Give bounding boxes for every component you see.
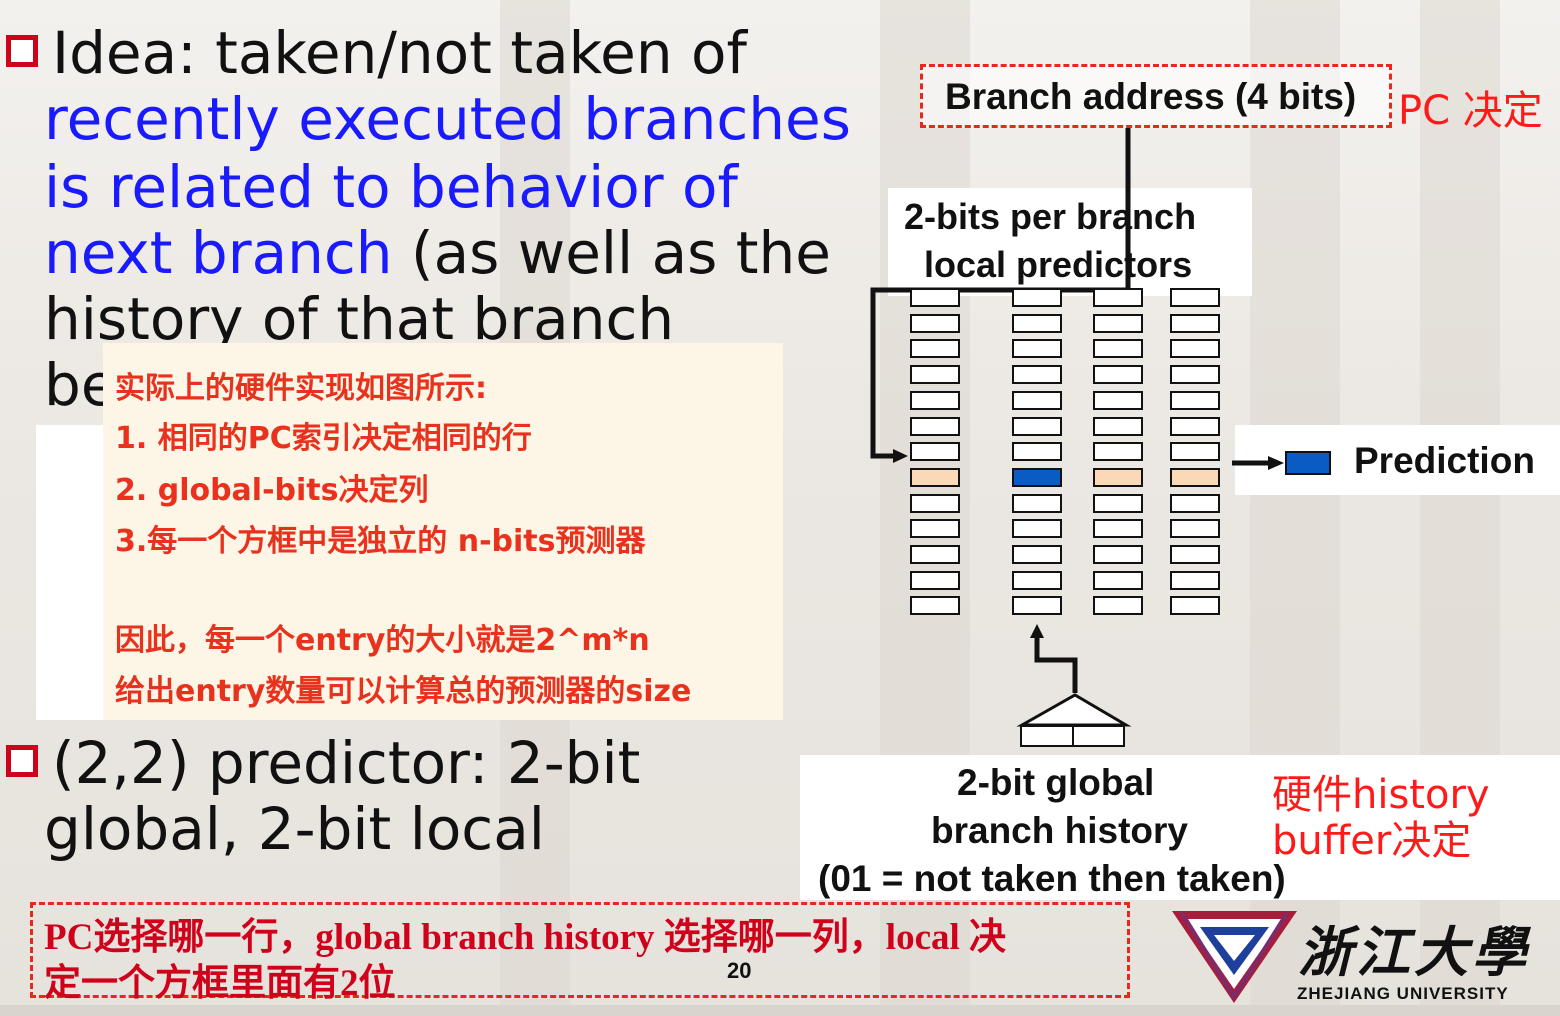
predictor-cell [1093, 571, 1143, 590]
predictor-cell [910, 365, 960, 384]
bullet1-line1: Idea: taken/not taken of [52, 19, 747, 87]
predictor-cell [1170, 519, 1220, 538]
predictor-cell [1093, 314, 1143, 333]
hw-buffer-label-line1: 硬件history [1272, 772, 1490, 818]
predictor-cell [1170, 314, 1220, 333]
predictor-cell [910, 391, 960, 410]
predictor-cell [1093, 596, 1143, 615]
predictor-cell [1093, 288, 1143, 307]
predictor-cell [910, 494, 960, 513]
predictor-cell [1093, 339, 1143, 358]
predictor-cell [1012, 494, 1062, 513]
predictor-cell [910, 417, 960, 436]
predictor-cell [1170, 288, 1220, 307]
page-number: 20 [727, 958, 752, 983]
predictor-cell [1012, 545, 1062, 564]
bullet2-line2: global, 2-bit local [44, 795, 545, 863]
global-history-label-line1: 2-bit global [957, 762, 1155, 803]
predictor-cell [1012, 596, 1062, 615]
branch-address-label: Branch address (4 bits) [945, 76, 1357, 117]
bullet1-line3: is related to behavior of [44, 153, 738, 221]
predictor-cell [1170, 545, 1220, 564]
predictor-cell [1170, 417, 1220, 436]
predictor-cell [1012, 417, 1062, 436]
predictor-cell [1170, 339, 1220, 358]
local-predictors-label-line1: 2-bits per branch [904, 196, 1197, 237]
footer-note-line1: PC选择哪一行，global branch history 选择哪一列，loca… [44, 917, 1007, 958]
predictor-cell [1093, 365, 1143, 384]
note-line: 1. 相同的PC索引决定相同的行 [115, 421, 532, 456]
bullet2-line1: (2,2) predictor: 2-bit [52, 729, 641, 797]
predictor-cell [1093, 545, 1143, 564]
prediction-label: Prediction [1354, 440, 1535, 481]
bullet1-line4-highlight: next branch [44, 219, 393, 287]
predictor-cell [910, 519, 960, 538]
predictor-cell [910, 545, 960, 564]
footer-note-box [30, 902, 1130, 998]
predictor-cell [1170, 571, 1220, 590]
predictor-cell [1012, 571, 1062, 590]
predictor-cell [1093, 442, 1143, 461]
logo-english-name: ZHEJIANG UNIVERSITY [1297, 984, 1509, 1003]
note-line: 因此，每一个entry的大小就是2^m*n [115, 623, 650, 658]
predictor-cell [1093, 494, 1143, 513]
predictor-cell [1170, 442, 1220, 461]
predictor-cell [910, 288, 960, 307]
bullet-checkbox-icon [6, 35, 38, 67]
predictor-cell [910, 596, 960, 615]
predictor-cell [1012, 519, 1062, 538]
label-background [36, 425, 106, 720]
predictor-cell [910, 442, 960, 461]
global-history-register [1020, 725, 1125, 747]
note-line: 给出entry数量可以计算总的预测器的size [115, 674, 692, 709]
global-history-label-line3: (01 = not taken then taken) [818, 858, 1286, 899]
zju-emblem-icon [1172, 911, 1297, 1003]
predictor-cell [1170, 391, 1220, 410]
predictor-cell [910, 571, 960, 590]
bottom-strip [0, 1005, 1560, 1016]
bullet1-line4: next branch (as well as the [44, 220, 831, 286]
local-predictors-label-line2: local predictors [924, 244, 1193, 285]
predictor-cell [910, 314, 960, 333]
predictor-cell [1093, 519, 1143, 538]
predictor-cell [1012, 288, 1062, 307]
label-background [800, 755, 1560, 900]
predictor-cell [1170, 494, 1220, 513]
note-line: 2. global-bits决定列 [115, 473, 429, 508]
branch-address-box [920, 64, 1392, 128]
bullet1-line2: recently executed branches [44, 85, 851, 153]
indexed-row-cell [1170, 468, 1220, 487]
indexed-row-cell [910, 468, 960, 487]
predictor-cell [1093, 391, 1143, 410]
predictor-cell [1012, 339, 1062, 358]
label-background [888, 188, 1252, 296]
hw-buffer-label-line2: buffer决定 [1272, 818, 1472, 864]
logo-chinese-name: 浙江大學 [1298, 920, 1530, 984]
predictor-cell [1012, 314, 1062, 333]
footer-note-line2: 定一个方框里面有2位 [44, 963, 396, 1004]
pc-decides-label: PC 决定 [1398, 88, 1543, 134]
predictor-cell [910, 339, 960, 358]
bullet-checkbox-icon [6, 745, 38, 777]
predictor-cell [1012, 391, 1062, 410]
predictor-cell [1170, 365, 1220, 384]
note-line: 3.每一个方框中是独立的 n-bits预测器 [115, 524, 646, 559]
selected-predictor-cell [1012, 468, 1062, 487]
indexed-row-cell [1093, 468, 1143, 487]
bullet1-line5: history of that branch [44, 285, 675, 353]
annotation-note: 实际上的硬件实现如图所示: 1. 相同的PC索引决定相同的行 2. global… [103, 343, 783, 720]
bullet1-line4-rest: (as well as the [392, 219, 831, 287]
prediction-output-box [1285, 451, 1331, 475]
predictor-cell [1012, 365, 1062, 384]
note-line: 实际上的硬件实现如图所示: [115, 371, 487, 406]
register-divider [1072, 727, 1074, 745]
predictor-cell [1012, 442, 1062, 461]
predictor-cell [1093, 417, 1143, 436]
global-history-label-line2: branch history [931, 810, 1188, 851]
predictor-cell [1170, 596, 1220, 615]
